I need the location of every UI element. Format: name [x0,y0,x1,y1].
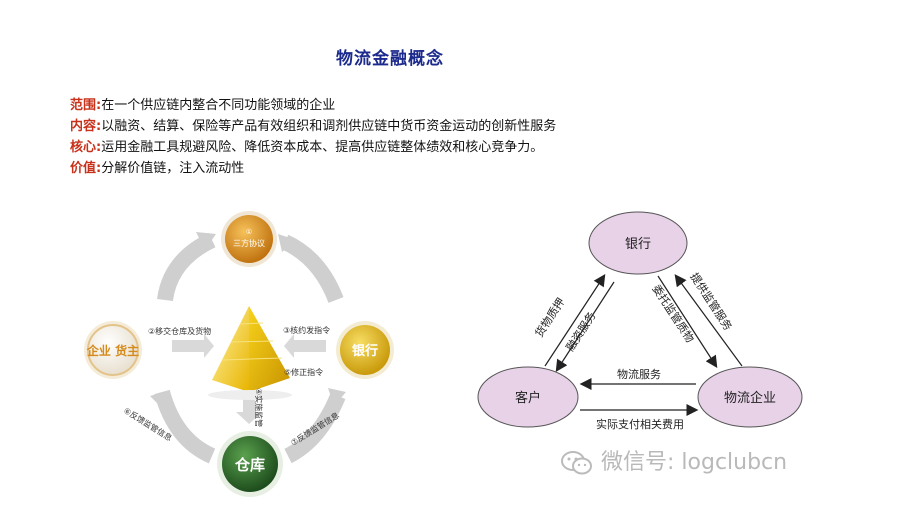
step-label-2: ②移交仓库及货物 [148,326,211,336]
wechat-icon [561,451,592,475]
node-agreement [225,215,273,263]
edge-label-entrust: 委托监管质物 [649,282,697,345]
inner-arrow-left [172,334,214,358]
arrow-bank-to-customer [555,281,615,373]
arrowhead [150,390,170,408]
node-bank-right [588,211,688,275]
arrowhead [196,232,216,250]
definition-text: 分解价值链，注入流动性 [101,161,245,176]
arrow-logistics-to-bank [674,274,743,367]
node-enterprise [87,324,139,376]
definition-text: 以融资、结算、保险等产品有效组织和调剂供应链中货币资金运动的创新性服务 [101,119,557,134]
step-label-3: ③核约发指令 [283,325,330,335]
arrowhead [328,388,346,406]
definition-label: 价值: [70,161,102,176]
node-warehouse [222,436,278,492]
node-enterprise-label: 企业 货主 [86,343,139,358]
node-agreement-label: 三方协议 [233,238,265,248]
definition-value: 价值:分解价值链，注入流动性 [70,158,750,179]
node-bank-right-label: 银行 [625,237,651,252]
definition-core: 核心:运用金融工具规避风险、降低资本成本、提高供应链整体绩效和核心竞争力。 [70,137,750,158]
node-customer-label: 客户 [515,390,541,406]
arrow-customer-to-bank [544,273,606,367]
definition-scope: 范围:在一个供应链内整合不同功能领域的企业 [70,95,750,116]
inner-arrow-right [284,334,326,358]
step-label-4: ④实施监管 [254,388,264,427]
pyramid-shadow [208,390,292,400]
definition-content: 内容:以融资、结算、保险等产品有效组织和调剂供应链中货币资金运动的创新性服务 [70,116,750,137]
definition-label: 内容: [70,119,102,134]
definition-list: 范围:在一个供应链内整合不同功能领域的企业 内容:以融资、结算、保险等产品有效组… [70,95,750,179]
pyramid-right-face [249,306,290,392]
edge-label-cargo-pledge: 货物质押 [532,295,568,340]
arrow-bank-to-logistics [657,275,718,369]
watermark: 微信号: logclubcn [560,446,890,480]
edge-label-logistics-service: 物流服务 [617,367,661,381]
definition-text: 在一个供应链内整合不同功能领域的企业 [101,98,336,113]
pyramid-left-face [212,306,249,392]
definition-label: 核心: [70,140,102,155]
node-agreement-number: ① [246,228,252,236]
step-label-5: ⑤修正指令 [284,367,323,377]
edge-label-financing: 融资服务 [564,310,599,354]
curved-arrow-bottom-left [154,389,216,464]
page-title: 物流金融概念 [336,49,444,69]
curved-arrow-top-right [281,234,344,303]
watermark-text: 微信号: logclubcn [601,450,788,475]
definition-label: 范围: [70,98,102,113]
node-warehouse-label: 仓库 [234,456,265,474]
node-logistics [697,366,803,428]
node-logistics-label: 物流企业 [724,390,776,406]
inner-arrow-down [236,390,262,424]
node-bank-label: 银行 [352,343,378,359]
node-customer [477,366,579,428]
arrowhead [278,234,296,252]
edge-label-payment: 实际支付相关费用 [596,417,684,431]
definition-text: 运用金融工具规避风险、降低资本成本、提高供应链整体绩效和核心竞争力。 [101,140,544,155]
node-bank [340,325,390,375]
